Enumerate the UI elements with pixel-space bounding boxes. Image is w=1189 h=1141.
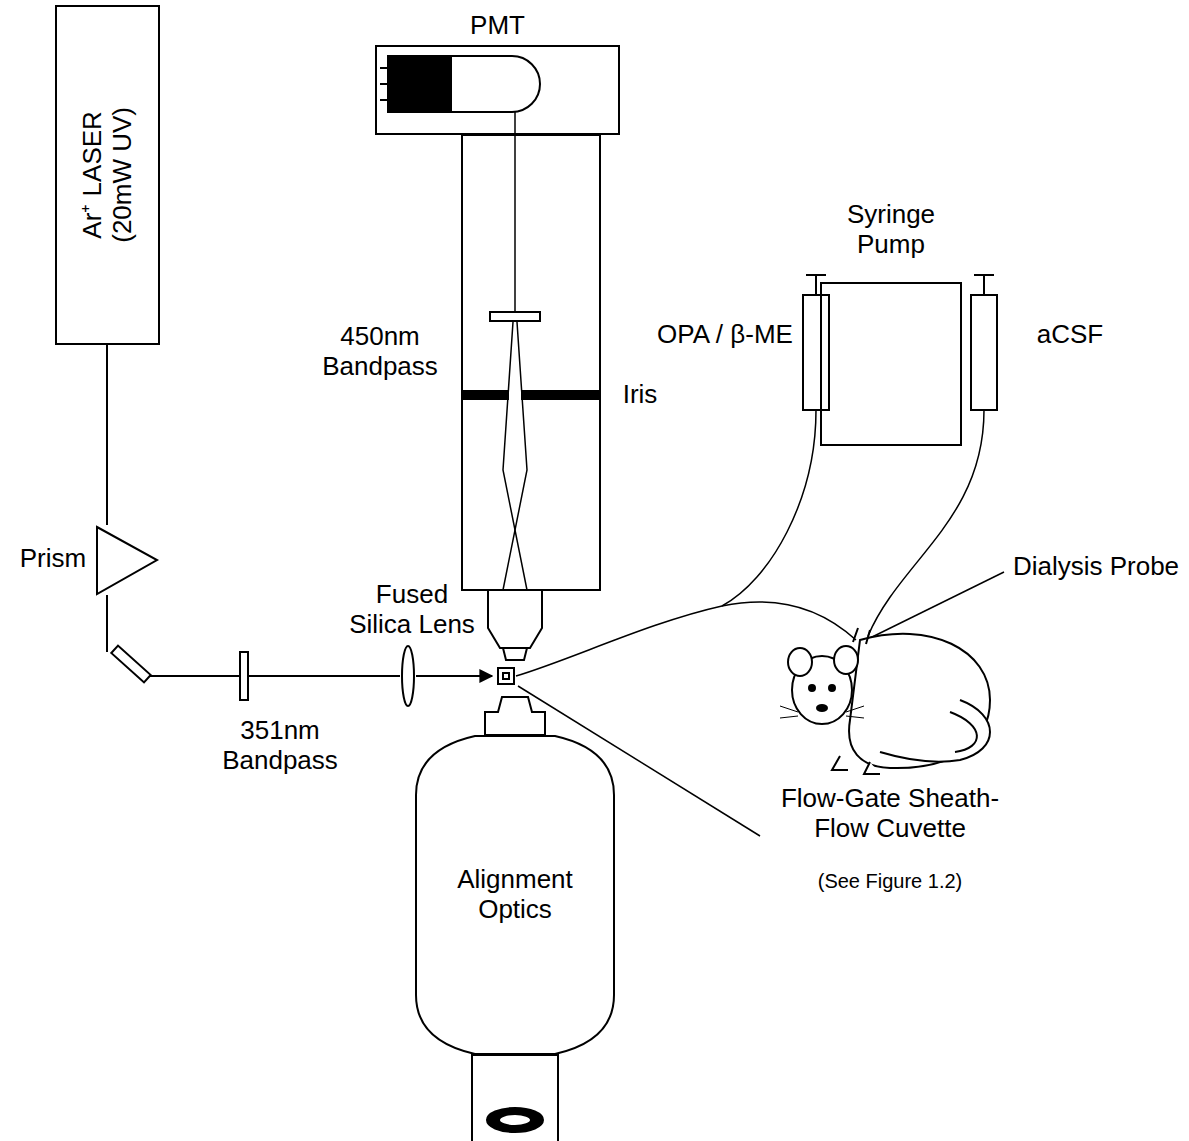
reagent-label: aCSF <box>1025 320 1115 350</box>
eyepiece-tube <box>472 1055 558 1141</box>
laser-beam <box>106 345 108 525</box>
mirror-symbol <box>111 646 150 683</box>
bandpass-filter <box>490 312 540 321</box>
node-text: Ar⁺ LASER (20mW UV) <box>78 70 138 280</box>
detector-housing <box>462 135 600 590</box>
laser-beam <box>106 595 108 652</box>
cuvette-symbol <box>498 668 514 684</box>
part-label: Dialysis Probe <box>1006 552 1186 582</box>
bandpass-filter <box>240 652 248 700</box>
reagent-label: OPA / β-ME <box>650 320 800 350</box>
node-text: PMT <box>438 11 558 41</box>
part-label: Fused Silica Lens <box>344 580 480 640</box>
objective-lens <box>488 590 542 648</box>
iris-blade <box>522 391 600 399</box>
part-label: 351nm Bandpass <box>205 716 355 776</box>
laser-beam <box>150 675 400 677</box>
alignment-optics: Alignment Optics <box>415 735 615 1055</box>
note-label: (See Figure 1.2) <box>770 870 1010 893</box>
syringe-pump: Syringe Pump <box>820 282 962 446</box>
pmt-pin <box>380 83 388 85</box>
prism-symbol <box>97 527 157 594</box>
tubing <box>516 602 856 676</box>
objective-lens <box>485 697 545 735</box>
iris-blade <box>462 391 508 399</box>
laser-beam <box>416 675 492 677</box>
leader-line <box>866 572 1004 640</box>
optics-outline <box>416 736 614 1054</box>
pmt-pin <box>380 67 388 69</box>
syringe-barrel <box>971 295 997 410</box>
part-label: 450nm Bandpass <box>305 322 455 382</box>
tubing <box>868 410 984 636</box>
light-path <box>514 112 516 312</box>
laser-box: Ar⁺ LASER (20mW UV) <box>55 5 160 345</box>
syringe-plunger <box>815 275 817 295</box>
light-ray <box>503 322 527 590</box>
eyepiece-opening <box>487 1108 543 1132</box>
part-label: Prism <box>8 544 98 574</box>
lens-symbol <box>402 646 414 706</box>
light-ray <box>503 322 527 590</box>
pmt-tube <box>452 56 540 112</box>
part-label: Flow-Gate Sheath-Flow Cuvette <box>770 784 1010 844</box>
syringe-plunger <box>974 274 994 276</box>
pmt-pin <box>380 99 388 101</box>
syringe-plunger <box>806 274 826 276</box>
pmt-housing: PMT <box>375 45 620 135</box>
part-label: Iris <box>610 380 670 410</box>
node-text: Alignment Optics <box>440 865 590 925</box>
objective-tip <box>503 648 527 660</box>
syringe-plunger <box>983 275 985 295</box>
cuvette-channel <box>503 673 509 679</box>
pmt-base <box>388 56 452 112</box>
eyepiece-opening <box>499 1114 531 1126</box>
node-text: Syringe Pump <box>821 200 961 260</box>
rat-illustration <box>780 628 990 774</box>
syringe-barrel <box>803 295 829 410</box>
tubing <box>722 410 816 606</box>
